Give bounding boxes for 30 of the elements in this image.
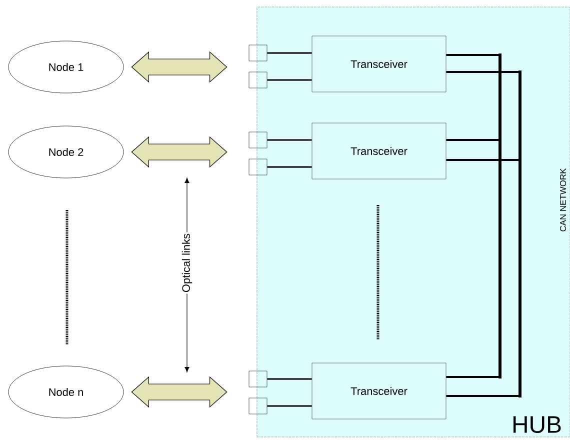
link-label: Optical links — [182, 234, 192, 292]
leader-arrow — [184, 178, 190, 233]
port-box — [248, 132, 268, 148]
transceiver-box: Transceiver — [312, 122, 446, 180]
wire — [446, 71, 520, 73]
double-arrow — [131, 51, 228, 83]
wire — [267, 405, 312, 407]
port-box — [248, 158, 268, 176]
wire — [446, 376, 500, 378]
bus-line — [498, 54, 502, 378]
wire — [267, 79, 312, 81]
bus-line — [518, 70, 522, 398]
wire — [446, 159, 520, 161]
wire — [267, 378, 312, 380]
wire — [446, 54, 500, 56]
wire — [446, 395, 520, 397]
wire — [267, 166, 312, 168]
port-box — [248, 44, 268, 62]
port-box — [248, 398, 268, 414]
port-box — [248, 72, 268, 88]
network-label: CAN NETWORK — [560, 168, 566, 232]
leader-arrow — [184, 293, 190, 372]
wire — [267, 139, 312, 141]
wire — [267, 52, 312, 54]
double-arrow — [131, 136, 228, 168]
transceiver-box: Transceiver — [312, 362, 446, 420]
transceiver-box: Transceiver — [312, 36, 446, 92]
wire — [446, 139, 500, 141]
port-box — [248, 370, 268, 388]
double-arrow — [131, 376, 228, 408]
